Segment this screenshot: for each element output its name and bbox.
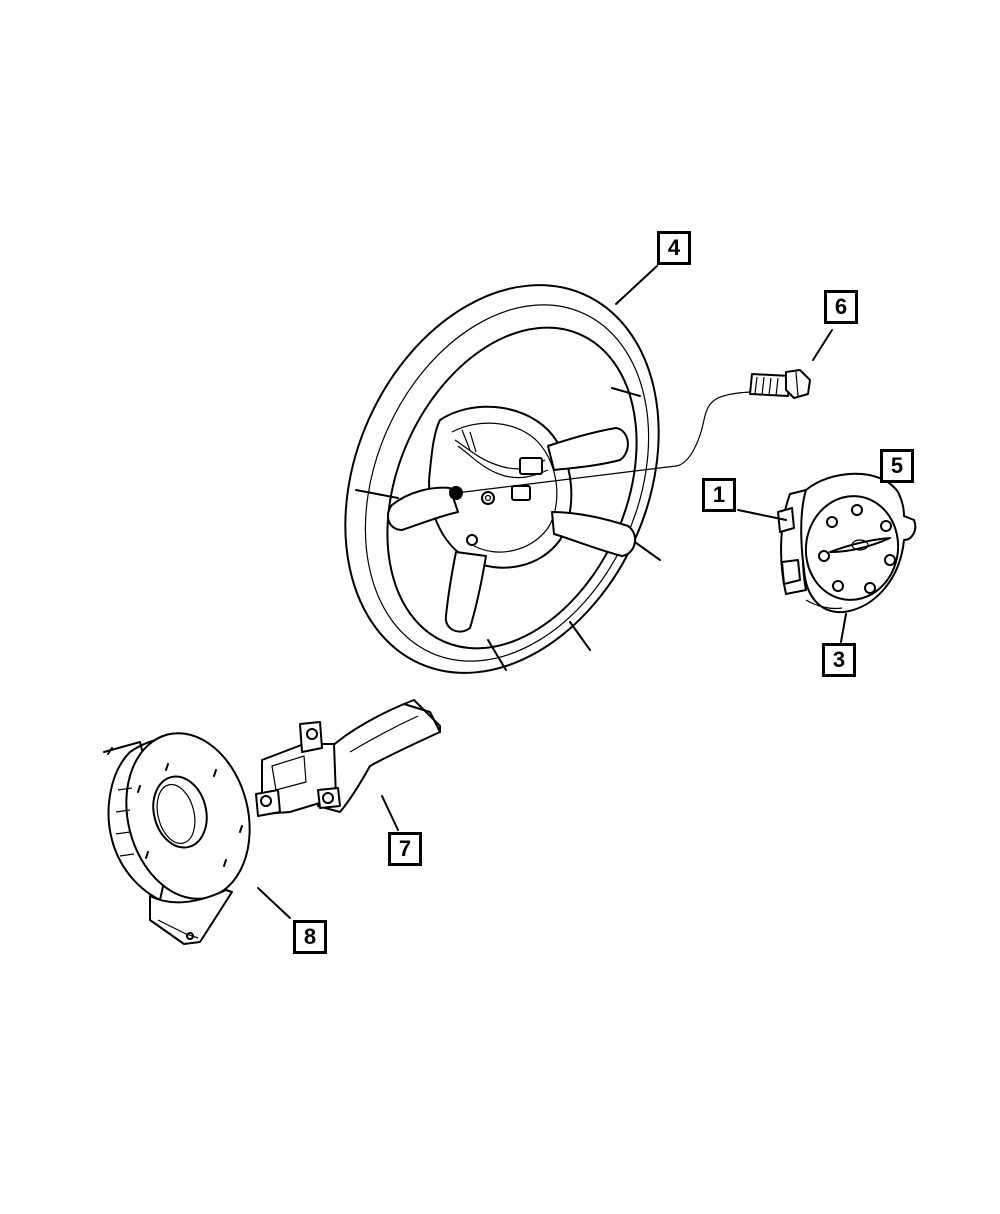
callout-1: 1 (702, 478, 736, 512)
leader-line-8 (257, 887, 291, 919)
steering-wheel (344, 284, 661, 674)
bolt (749, 369, 811, 399)
callout-3: 3 (822, 643, 856, 677)
leader-line-6-bolt (455, 391, 751, 494)
leader-line-6 (812, 329, 833, 361)
airbag-module (777, 472, 917, 614)
leader-line-7 (381, 795, 399, 831)
clockspring (103, 732, 251, 945)
leader-line-4 (615, 265, 658, 305)
callout-6: 6 (824, 290, 858, 324)
multifunction-switch (255, 699, 441, 817)
leader-line-1 (737, 509, 787, 521)
callout-8: 8 (293, 920, 327, 954)
callout-4: 4 (657, 231, 691, 265)
callout-5: 5 (880, 449, 914, 483)
leader-line-3 (840, 613, 847, 643)
callout-7: 7 (388, 832, 422, 866)
